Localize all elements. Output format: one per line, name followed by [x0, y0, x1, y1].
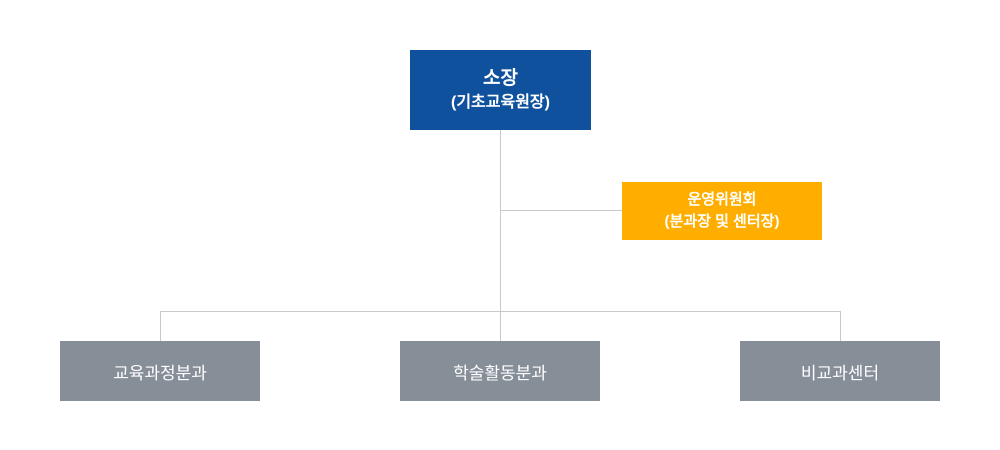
org-node-academic-activities-division: 학술활동분과 [400, 341, 600, 401]
org-node-steering-committee: 운영위원회 (분과장 및 센터장) [622, 182, 822, 240]
org-node-curriculum-division: 교육과정분과 [60, 341, 260, 401]
connector-dept3-stub [840, 311, 841, 341]
connector-root-trunk [500, 130, 501, 341]
org-node-director: 소장 (기초교육원장) [410, 50, 591, 130]
connector-dept1-stub [160, 311, 161, 341]
dept-label: 학술활동분과 [453, 363, 547, 383]
dept-label: 교육과정분과 [113, 363, 207, 383]
connector-committee-branch [500, 210, 622, 211]
connector-horizontal-bus [160, 311, 841, 312]
org-node-extracurricular-center: 비교과센터 [740, 341, 940, 401]
committee-subtitle: (분과장 및 센터장) [664, 213, 780, 230]
director-subtitle: (기초교육원장) [451, 94, 550, 112]
committee-title: 운영위원회 [687, 191, 757, 209]
dept-label: 비교과센터 [800, 363, 880, 383]
director-title: 소장 [483, 68, 518, 90]
